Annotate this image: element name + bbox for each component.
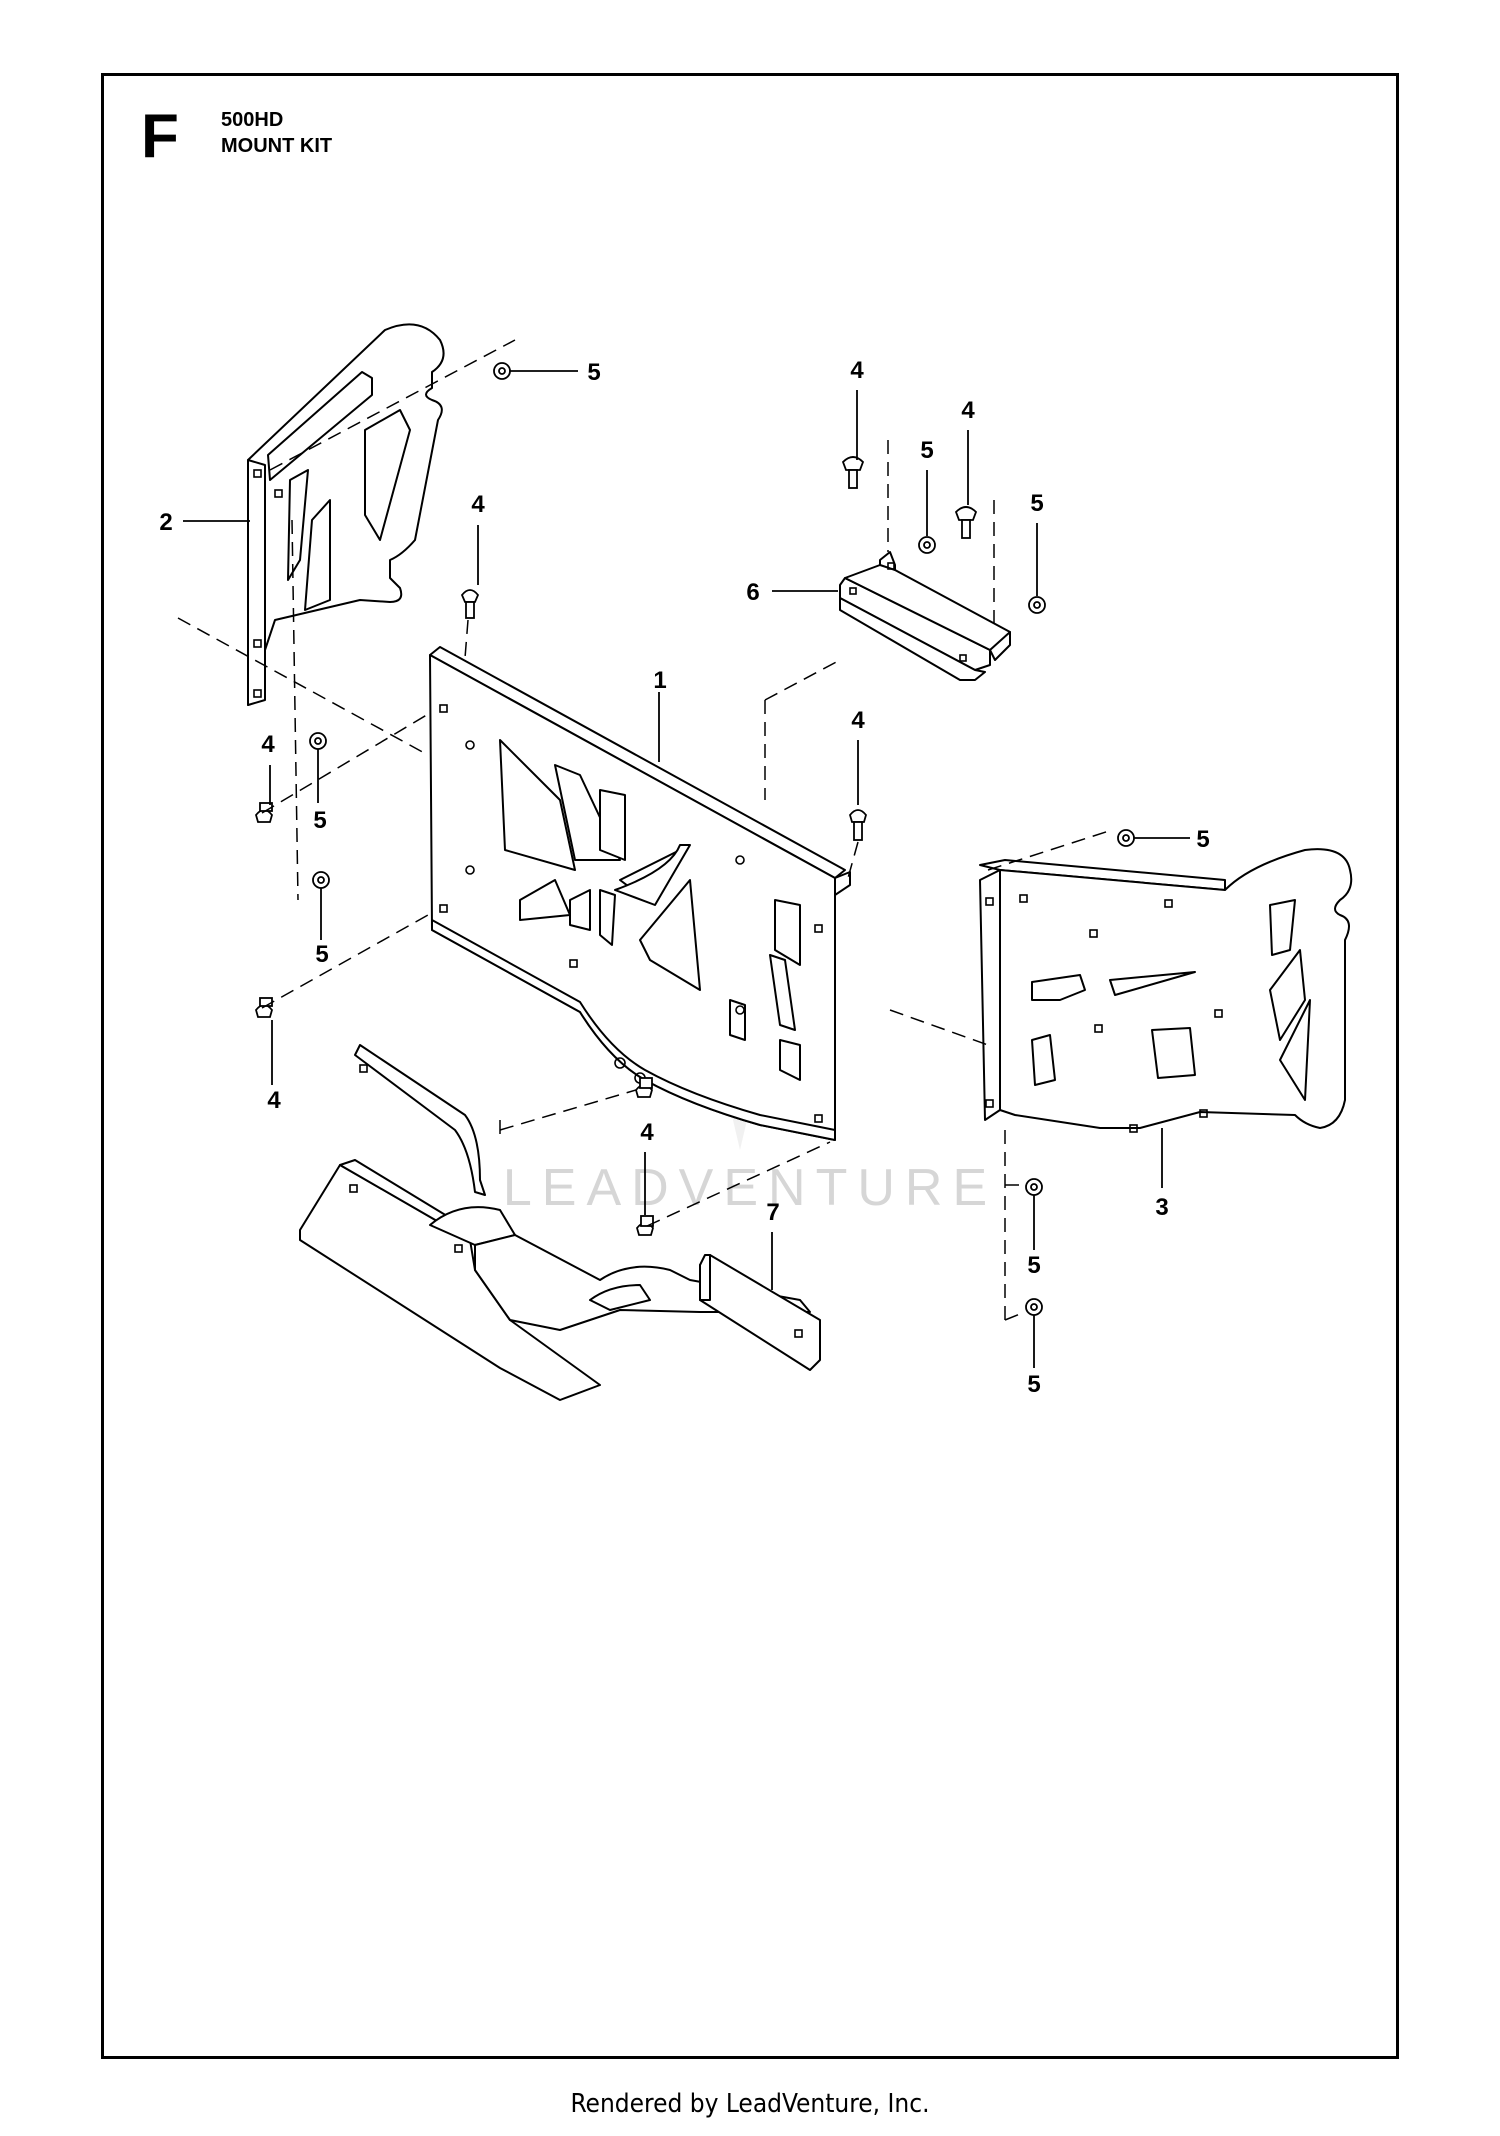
bolt-icon xyxy=(849,809,867,841)
part-2-left-side-plate xyxy=(247,323,445,706)
diagram-title: MOUNT KIT xyxy=(221,135,333,157)
footer-credit: Rendered by LeadVenture, Inc. xyxy=(570,2089,930,2119)
callout-labels: 1 2 3 4 4 4 4 4 4 4 5 5 5 5 5 5 5 5 6 7 xyxy=(159,357,1209,1398)
nut-icon xyxy=(493,362,511,380)
bolt-icon xyxy=(841,456,865,489)
part-6-channel-bracket xyxy=(839,551,1011,681)
nut-icon xyxy=(1028,596,1046,614)
assembly-centerlines xyxy=(177,339,1113,1321)
section-letter: F xyxy=(141,102,179,171)
bolt-icon xyxy=(954,506,978,539)
nut-icon xyxy=(1025,1298,1043,1316)
nut-icon xyxy=(1117,829,1135,847)
bolt-icon xyxy=(635,1077,653,1098)
callout-7: 7 xyxy=(766,1199,779,1226)
part-1-main-mounting-plate xyxy=(429,646,851,1141)
watermark-text: LEADVENTURE xyxy=(503,1159,997,1217)
callout-4: 4 xyxy=(471,491,485,518)
callout-2: 2 xyxy=(159,509,172,536)
bolt-4-hardware xyxy=(255,456,978,1236)
nut-icon xyxy=(312,871,330,889)
callout-1: 1 xyxy=(653,667,666,694)
callout-4: 4 xyxy=(640,1119,654,1146)
model-name: 500HD xyxy=(221,109,284,131)
callout-4: 4 xyxy=(851,707,865,734)
callout-4: 4 xyxy=(961,397,975,424)
callout-4: 4 xyxy=(261,731,275,758)
callout-5: 5 xyxy=(1030,490,1043,517)
callout-5: 5 xyxy=(587,359,600,386)
nut-icon xyxy=(1025,1178,1043,1196)
callout-5: 5 xyxy=(313,807,326,834)
nut-icon xyxy=(309,732,327,750)
callout-4: 4 xyxy=(850,357,864,384)
nut-5-hardware xyxy=(309,362,1135,1316)
callout-6: 6 xyxy=(746,579,759,606)
callout-5: 5 xyxy=(920,437,933,464)
nut-icon xyxy=(918,536,936,554)
callout-5: 5 xyxy=(1027,1252,1040,1279)
callout-5: 5 xyxy=(1196,826,1209,853)
bolt-icon xyxy=(460,589,480,619)
diagram-frame xyxy=(101,73,1399,2059)
callout-4: 4 xyxy=(267,1087,281,1114)
callout-leaders xyxy=(183,370,1190,1368)
callout-5: 5 xyxy=(1027,1371,1040,1398)
part-7-skid-shield xyxy=(299,1044,821,1401)
bolt-icon xyxy=(636,1215,654,1236)
callout-5: 5 xyxy=(315,941,328,968)
callout-3: 3 xyxy=(1155,1194,1168,1221)
part-3-right-side-plate xyxy=(979,848,1353,1133)
